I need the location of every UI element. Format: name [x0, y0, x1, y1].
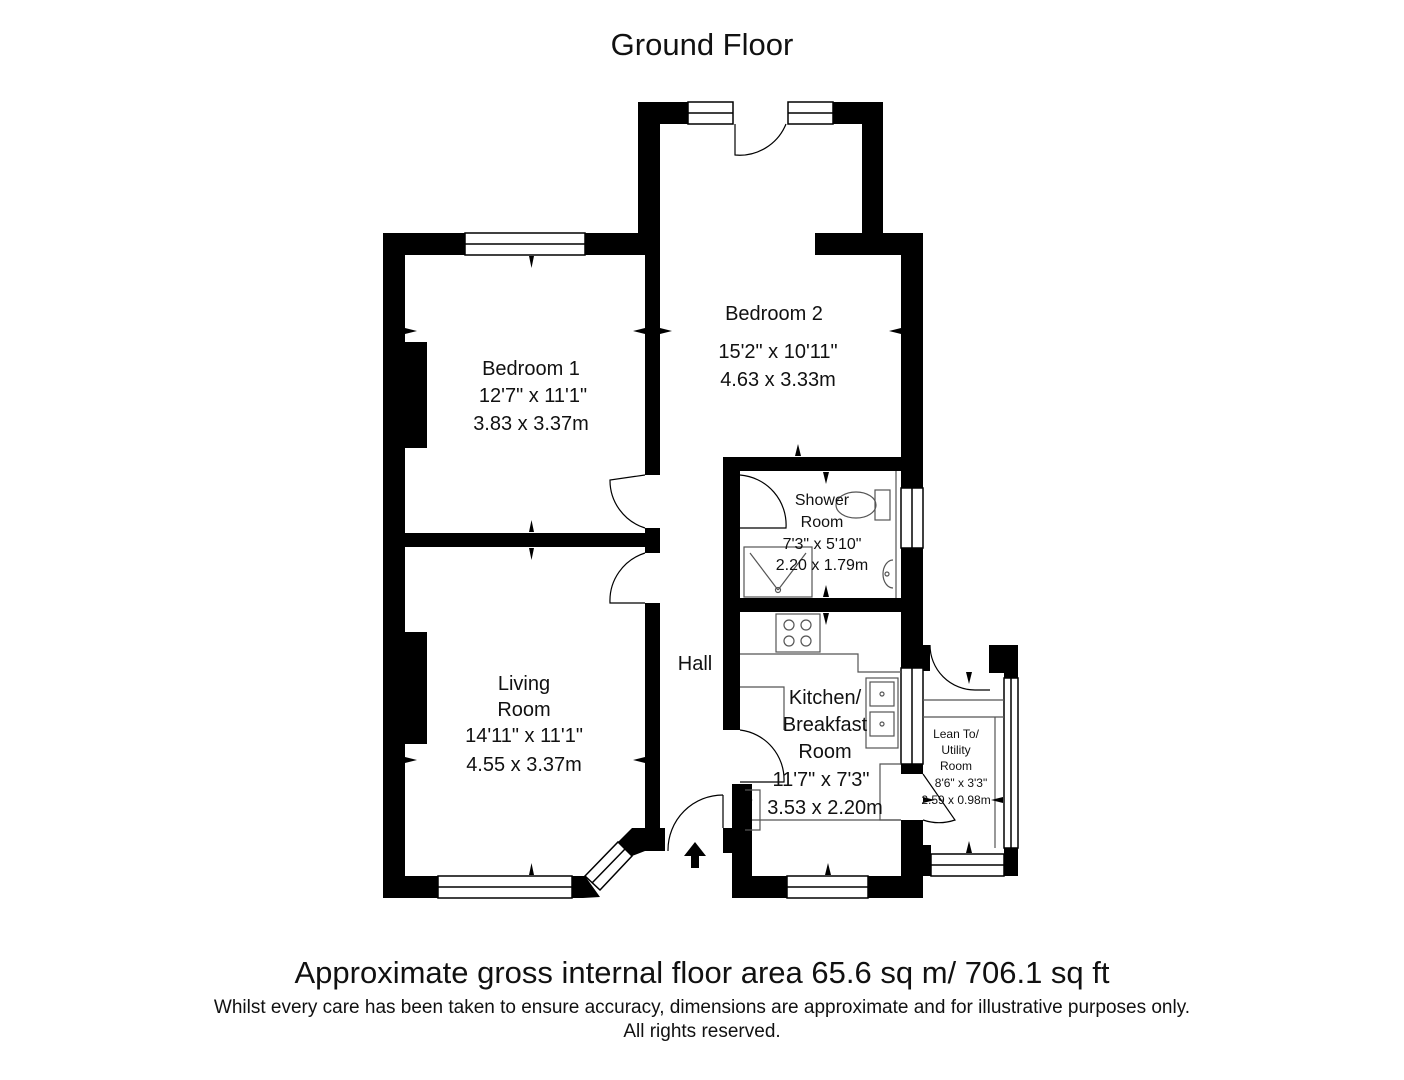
window-icon	[900, 667, 924, 765]
utility-name-line3: Room	[940, 759, 972, 773]
dimension-arrow-icon	[529, 256, 534, 268]
dimension-arrow-icon	[529, 863, 534, 875]
hob-icon	[775, 613, 821, 653]
doors	[609, 123, 990, 851]
walls	[383, 102, 1018, 898]
dimension-arrow-icon	[923, 797, 935, 803]
dimension-arrow-icon	[633, 328, 645, 334]
door-swing-icon	[929, 644, 990, 691]
window-icon	[464, 232, 586, 256]
kitchen-name-line1: Kitchen/	[789, 687, 862, 709]
window-icon	[900, 487, 924, 549]
dimension-arrow-icon	[660, 328, 672, 334]
utility-name-line1: Lean To/	[933, 727, 979, 741]
door-swing-icon	[667, 794, 724, 851]
living-name-line2: Room	[497, 699, 550, 721]
door-swing-icon	[922, 773, 956, 824]
entrance-arrow-icon	[684, 842, 706, 868]
dimension-arrow-icon	[991, 797, 1003, 803]
dimension-arrow-icon	[823, 472, 829, 484]
utility-metric: 2.59 x 0.98m	[921, 793, 990, 807]
hall-name: Hall	[678, 653, 712, 675]
dimension-arrow-icon	[405, 328, 417, 334]
door-swing-icon	[609, 552, 646, 604]
disclaimer-line2: All rights reserved.	[623, 1021, 781, 1042]
shower-metric: 2.20 x 1.79m	[776, 557, 869, 574]
fixtures	[740, 471, 1004, 848]
kitchen-metric: 3.53 x 2.20m	[767, 797, 883, 819]
utility-imperial: 8'6" x 3'3"	[935, 776, 987, 790]
dimension-arrow-icon	[633, 757, 645, 763]
dimension-arrow-icon	[823, 613, 829, 625]
floor-title: Ground Floor	[610, 27, 794, 62]
toilet-icon	[835, 489, 891, 521]
utility-name-line2: Utility	[941, 743, 970, 757]
floor-area-summary: Approximate gross internal floor area 65…	[294, 955, 1110, 990]
dimension-arrow-icon	[825, 863, 831, 875]
bedroom1-metric: 3.83 x 3.37m	[473, 413, 589, 435]
dimension-arrow-icon	[741, 797, 753, 803]
dimension-arrow-icon	[966, 672, 972, 684]
door-swing-icon	[734, 123, 787, 156]
living-metric: 4.55 x 3.37m	[466, 754, 582, 776]
door-swing-icon	[739, 474, 787, 529]
door-swing-icon	[739, 729, 785, 783]
living-imperial: 14'11" x 11'1"	[465, 725, 583, 747]
kitchen-name-line2: Breakfast	[783, 714, 868, 736]
window-icon	[930, 853, 1005, 877]
window-icon	[786, 875, 869, 899]
bedroom1-imperial: 12'7" x 11'1"	[479, 385, 587, 407]
bedroom2-metric: 4.63 x 3.33m	[720, 369, 836, 391]
dimension-arrow-icon	[966, 841, 972, 853]
sink-icon	[865, 677, 899, 749]
dimension-arrow-icon	[529, 548, 534, 560]
dimension-arrow-icon	[795, 444, 801, 456]
room-labels: Bedroom 1 12'7" x 11'1" 3.83 x 3.37m Bed…	[465, 303, 991, 819]
bedroom2-name: Bedroom 2	[725, 303, 823, 325]
basin-icon	[882, 559, 894, 589]
bedroom2-imperial: 15'2" x 10'11"	[718, 341, 837, 363]
disclaimer-line1: Whilst every care has been taken to ensu…	[213, 997, 1191, 1018]
shower-imperial: 7'3" x 5'10"	[783, 536, 862, 553]
dimension-arrow-icon	[823, 585, 829, 597]
dimension-arrow-icon	[529, 520, 534, 532]
shower-name-line2: Room	[801, 514, 844, 531]
dimension-arrow-icon	[405, 757, 417, 763]
window-icon	[787, 101, 834, 125]
kitchen-imperial: 11'7" x 7'3"	[772, 769, 869, 791]
windows	[437, 101, 1019, 899]
dimension-arrow-icon	[889, 328, 901, 334]
door-swing-icon	[609, 474, 646, 529]
shower-name-line1: Shower	[795, 492, 850, 509]
living-name-line1: Living	[498, 673, 550, 695]
window-icon	[1003, 677, 1019, 849]
window-icon	[687, 101, 734, 125]
bedroom1-name: Bedroom 1	[482, 358, 580, 380]
window-icon	[437, 875, 573, 899]
kitchen-name-line3: Room	[798, 741, 851, 763]
window-icon	[583, 840, 634, 892]
shower-tray-icon	[743, 546, 813, 598]
dimension-arrows	[405, 256, 1003, 875]
